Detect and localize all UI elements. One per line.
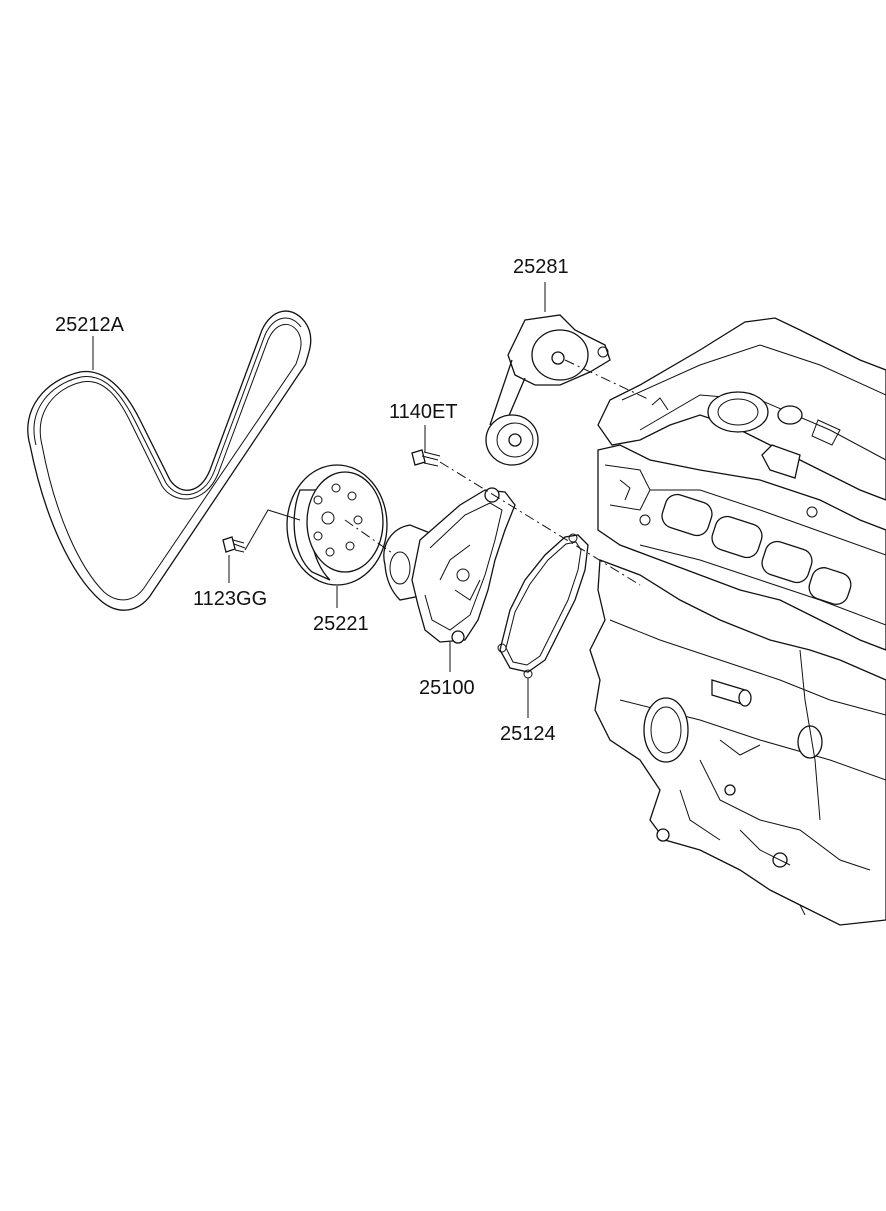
label-25212a: 25212A: [55, 314, 125, 336]
engine-block: [589, 317, 886, 926]
assembly-lines: [244, 359, 651, 586]
water-pump-pulley: [286, 464, 388, 586]
label-1140et: 1140ET: [389, 401, 458, 423]
water-pump: [383, 487, 516, 644]
label-25281: 25281: [513, 256, 569, 278]
bolt-1123gg: [222, 536, 246, 553]
water-pump-gasket: [497, 533, 589, 679]
label-25221: 25221: [313, 613, 369, 635]
label-1123gg: 1123GG: [193, 588, 267, 610]
leader-lines: [92, 282, 546, 718]
belt-tensioner: [485, 314, 611, 466]
label-25124: 25124: [500, 723, 556, 745]
label-25100: 25100: [419, 677, 475, 699]
bolt-1140et: [411, 449, 441, 467]
drive-belt: [27, 310, 312, 611]
